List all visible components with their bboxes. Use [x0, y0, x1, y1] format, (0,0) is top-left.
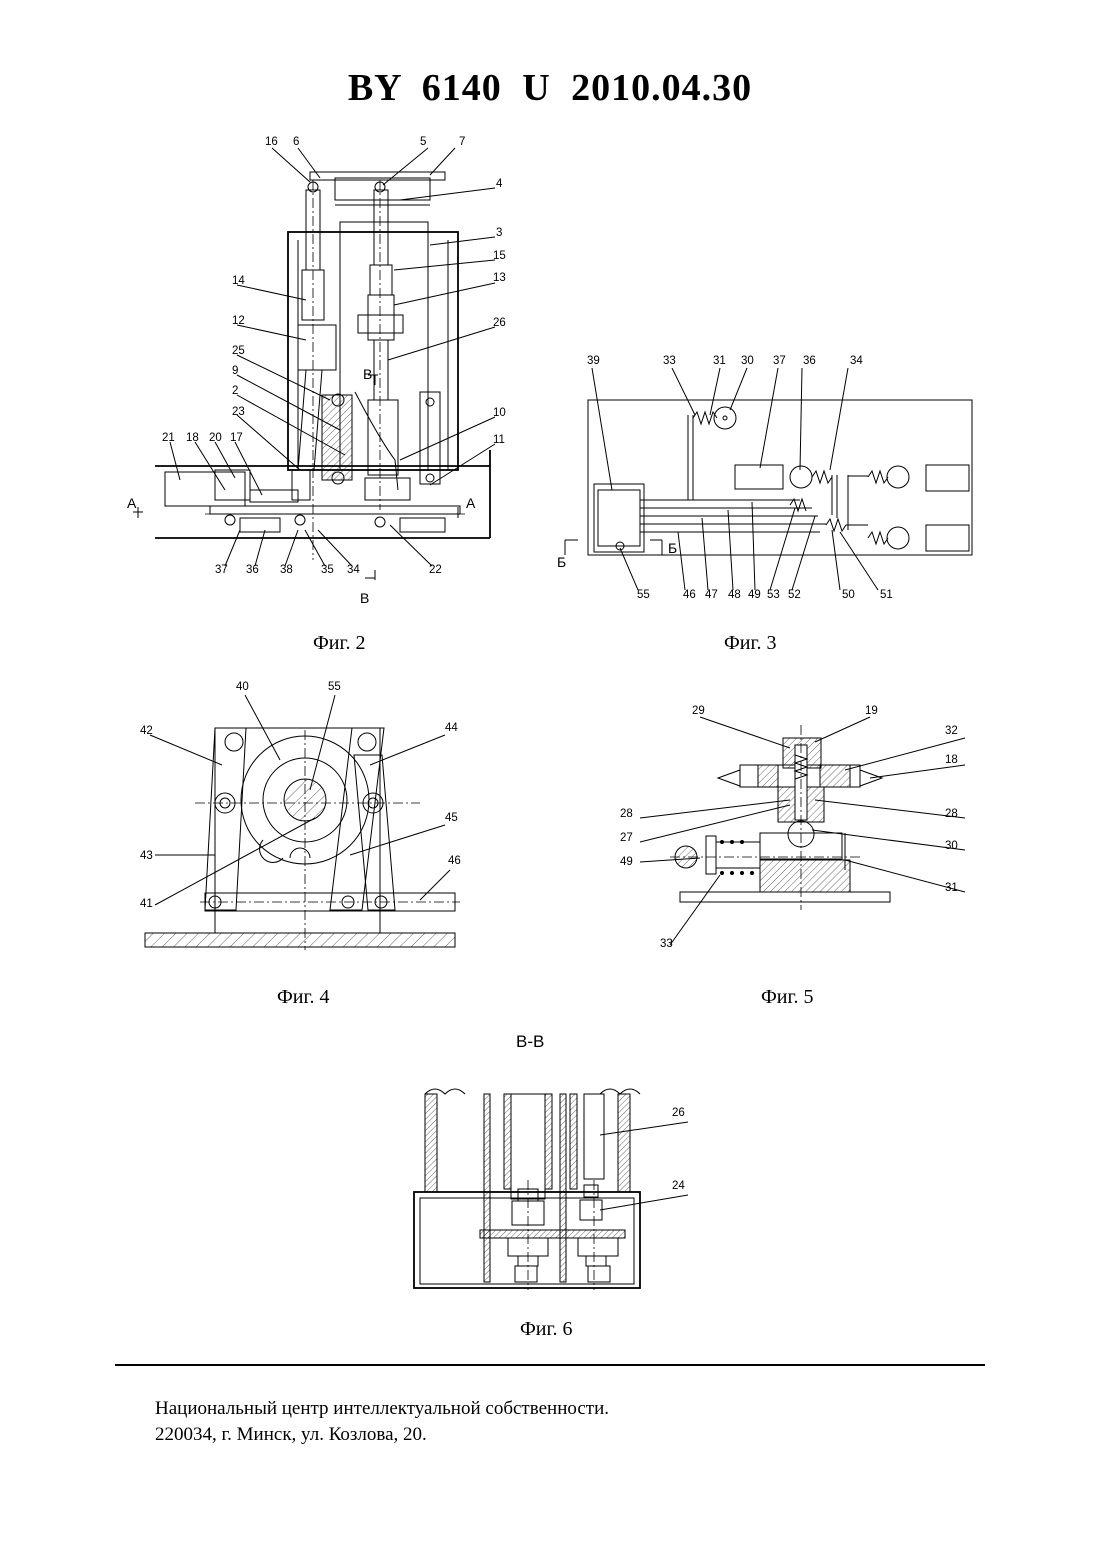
footer-line-1: Национальный центр интеллектуальной собс…	[155, 1396, 609, 1422]
footer-line-2: 220034, г. Минск, ул. Козлова, 20.	[155, 1422, 609, 1448]
fig6-label-26: 26	[672, 1107, 685, 1119]
figure-6-caption: Фиг. 6	[520, 1318, 572, 1341]
fig6-label-24: 24	[672, 1180, 685, 1192]
footer-divider	[115, 1364, 985, 1366]
footer: Национальный центр интеллектуальной собс…	[155, 1396, 609, 1448]
